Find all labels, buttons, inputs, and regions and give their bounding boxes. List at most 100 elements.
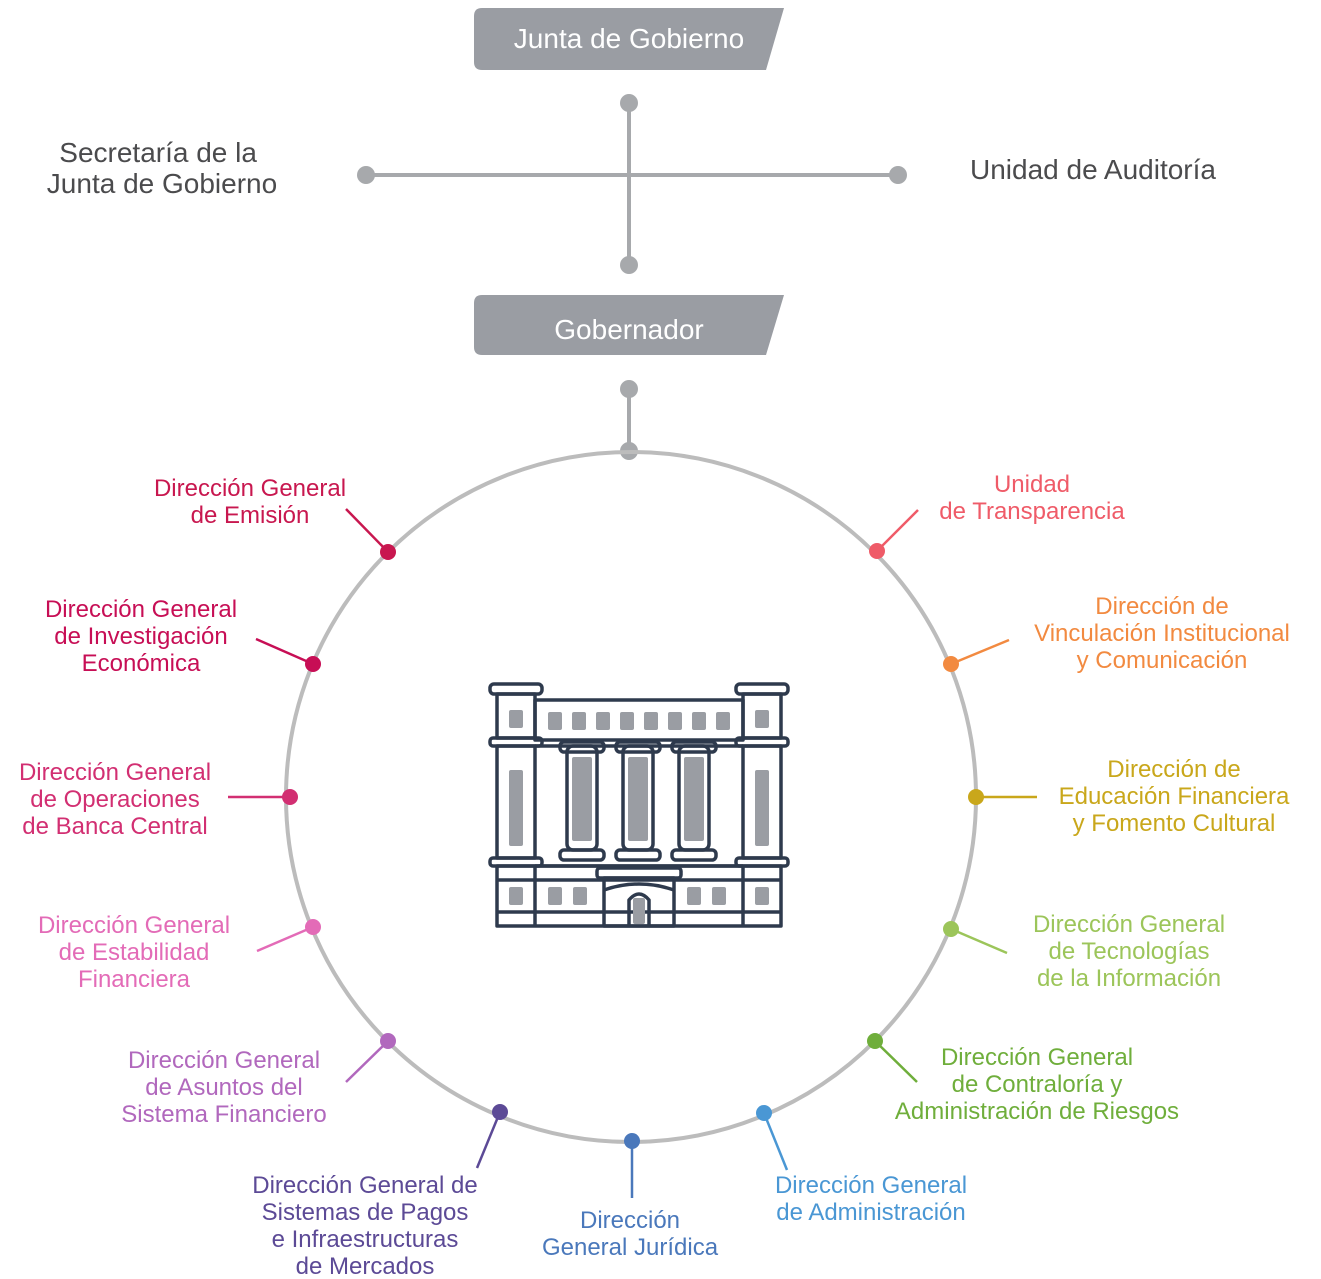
- connector-dot: [620, 94, 638, 112]
- unit-dot: [867, 1033, 883, 1049]
- unit-label-line: Económica: [82, 650, 201, 677]
- unit-dot: [624, 1133, 640, 1149]
- unit-label-line: Dirección General: [941, 1044, 1133, 1071]
- unit-label-line: Administración de Riesgos: [895, 1098, 1179, 1125]
- unit-label-line: Dirección General: [1033, 911, 1225, 938]
- unit-label-line: e Infraestructuras: [272, 1226, 459, 1253]
- unit-dot: [968, 789, 984, 805]
- unit-dot: [943, 656, 959, 672]
- connector-dot: [620, 380, 638, 398]
- unit-dot: [756, 1105, 772, 1121]
- leader-line: [950, 638, 1010, 666]
- unit-label-line: Dirección General: [154, 475, 346, 502]
- unit-dot: [380, 544, 396, 560]
- unit-label-line: de Asuntos del: [145, 1074, 302, 1101]
- leader-line: [475, 1111, 502, 1169]
- connector-dot: [889, 166, 907, 184]
- unit-label-line: Sistema Financiero: [121, 1101, 326, 1128]
- unit-label-line: Dirección de: [1095, 593, 1228, 620]
- unit-label-line: Dirección General: [19, 759, 211, 786]
- unit-label-line: Educación Financiera: [1059, 783, 1290, 810]
- auditoria-line: Unidad de Auditoría: [970, 154, 1216, 185]
- unit-label-line: Dirección General: [775, 1172, 967, 1199]
- unit-label-line: de Estabilidad: [59, 939, 210, 966]
- unit-label-line: de Contraloría y: [952, 1071, 1123, 1098]
- unit-dot: [943, 921, 959, 937]
- unit-label-line: y Comunicación: [1077, 647, 1248, 674]
- unit-label-line: Dirección General de: [252, 1172, 477, 1199]
- gobernador-box: [474, 295, 784, 355]
- junta-label: Junta de Gobierno: [514, 23, 744, 54]
- leader-line: [345, 508, 389, 553]
- unit-label-line: de Mercados: [296, 1253, 435, 1279]
- unit-label-line: Financiera: [78, 966, 191, 993]
- junta-box: [474, 8, 784, 70]
- connector-dot: [620, 256, 638, 274]
- unit-dot: [492, 1104, 508, 1120]
- unit-dot: [305, 919, 321, 935]
- unit-dot: [380, 1033, 396, 1049]
- auditoria-label: Unidad de Auditoría: [970, 154, 1216, 185]
- unit-label-line: de Transparencia: [939, 498, 1125, 525]
- leader-line: [255, 637, 314, 666]
- unit-label-line: y Fomento Cultural: [1073, 810, 1276, 837]
- leader-line: [345, 1040, 389, 1083]
- unit-label-line: de Operaciones: [30, 786, 199, 813]
- unit-dot: [305, 656, 321, 672]
- connector-dot: [357, 166, 375, 184]
- secretaria-line: Junta de Gobierno: [47, 168, 277, 199]
- leader-line: [256, 925, 314, 953]
- unit-dot: [282, 789, 298, 805]
- unit-label-line: Dirección General: [38, 912, 230, 939]
- unit-label-line: de Tecnologías: [1048, 938, 1209, 965]
- top-structure: Junta de Gobierno Secretaría de la Junta…: [47, 8, 1216, 460]
- unit-label-line: Sistemas de Pagos: [262, 1199, 469, 1226]
- leader-line: [950, 927, 1008, 955]
- unit-dot: [869, 543, 885, 559]
- unit-label-line: de Administración: [776, 1199, 965, 1226]
- secretaria-line: Secretaría de la: [59, 137, 257, 168]
- leader-line: [762, 1112, 789, 1171]
- unit-label-line: de Emisión: [191, 502, 310, 529]
- unit-label-line: Dirección de: [1107, 756, 1240, 783]
- unit-label-line: General Jurídica: [542, 1234, 719, 1261]
- unit-label-line: de la Información: [1037, 965, 1221, 992]
- unit-label-line: Dirección: [580, 1207, 680, 1234]
- unit-label-line: Vinculación Institucional: [1034, 620, 1290, 647]
- gobernador-label: Gobernador: [554, 314, 703, 345]
- unit-label-line: de Investigación: [54, 623, 227, 650]
- central-bank-building-icon: [488, 682, 790, 928]
- unit-label-line: Dirección General: [128, 1047, 320, 1074]
- unit-label-line: Dirección General: [45, 596, 237, 623]
- leader-line: [876, 509, 919, 552]
- unit-label-line: de Banca Central: [22, 813, 207, 840]
- leader-line: [874, 1040, 918, 1083]
